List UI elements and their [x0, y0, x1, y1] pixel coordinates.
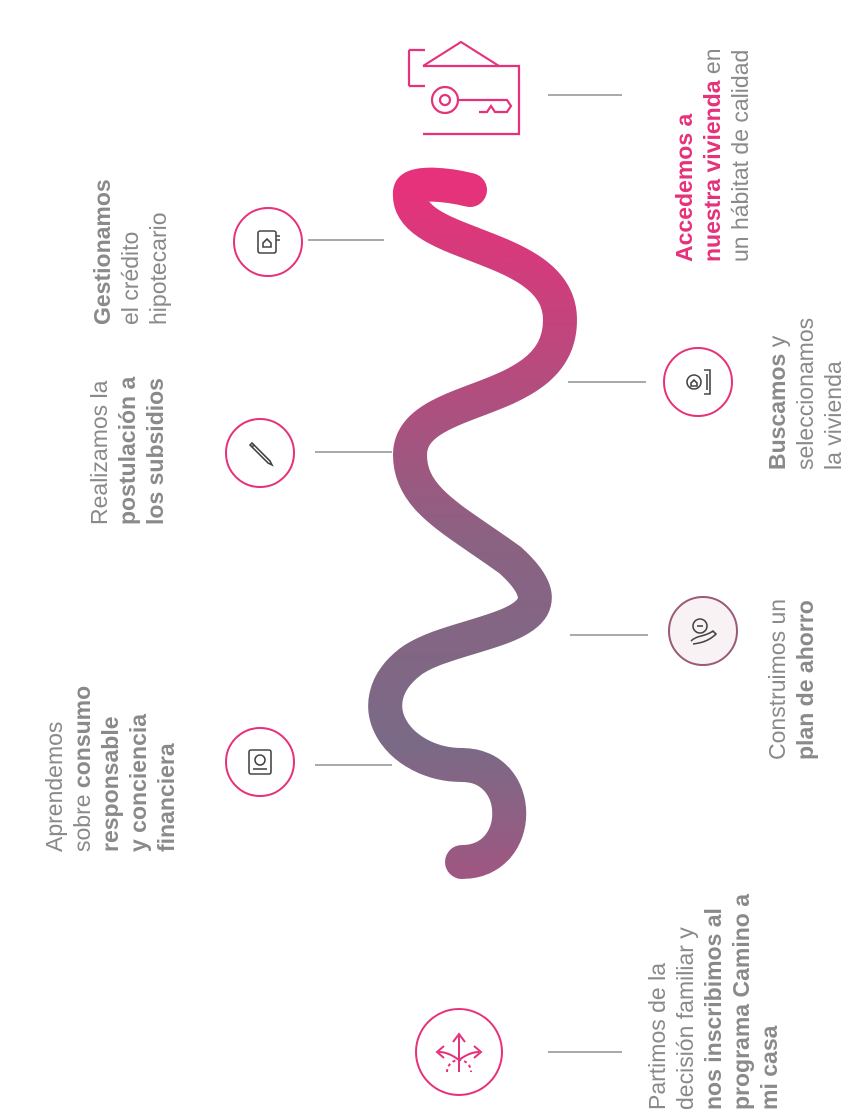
pencil-icon [225, 418, 295, 488]
step-1-line-5: mi casa [756, 1025, 782, 1110]
step-7-line-3: un hábitat de calidad [727, 49, 753, 262]
step-3-line-1: Construimos un [764, 598, 790, 760]
step-7-label: Accedemos a nuestra vivienda en un hábit… [670, 48, 754, 262]
house-key-icon [403, 36, 529, 150]
phone-house-icon [233, 207, 303, 277]
step-2-line-4: y conciencia [125, 713, 151, 852]
step-4-line-2: postulación a [114, 376, 140, 525]
step-2-line-2b: consumo [69, 685, 95, 789]
step-2-line-1: Aprendemos [41, 721, 67, 852]
step-1-line-2: decisión familiar y [672, 927, 698, 1110]
step-6-line-2: el crédito [117, 231, 143, 325]
step-3-label: Construimos un plan de ahorro [763, 599, 819, 760]
step-7-line-1: Accedemos a [671, 113, 697, 262]
step-1-label: Partimos de la decisión familiar y nos i… [643, 894, 783, 1110]
step-4-label: Realizamos la postulación a los subsidio… [85, 377, 169, 525]
step-7-line-2a: nuestra vivienda [699, 80, 725, 262]
step-1-line-1: Partimos de la [644, 962, 670, 1110]
step-6-line-1: Gestionamos [89, 179, 115, 325]
step-5-line-1a: Buscamos [764, 353, 790, 470]
step-1-line-4: programa Camino a [728, 894, 754, 1110]
step-6-line-3: hipotecario [145, 212, 171, 325]
house-search-icon [663, 347, 733, 417]
step-2-line-5: financiera [153, 743, 179, 852]
step-2-line-2a: sobre [69, 788, 95, 852]
step-1-line-3: nos inscribimos al [700, 908, 726, 1110]
savings-hand-icon [668, 596, 738, 666]
step-3-line-2: plan de ahorro [792, 600, 818, 760]
step-2-line-3: responsable [97, 716, 123, 853]
step-2-label: Aprendemos sobre consumo responsable y c… [40, 686, 180, 852]
step-7-line-2b: en [699, 48, 725, 81]
step-4-line-3: los subsidios [142, 378, 168, 525]
step-5-line-2: seleccionamos [792, 317, 818, 470]
step-5-line-1b: y [764, 335, 790, 354]
step-6-label: Gestionamos el crédito hipotecario [88, 179, 172, 325]
step-5-line-3: la vivienda [820, 361, 846, 470]
step-5-label: Buscamos y seleccionamos la vivienda [763, 318, 847, 470]
step-4-line-1: Realizamos la [86, 380, 112, 525]
split-arrows-icon [415, 1008, 503, 1096]
financial-document-icon [225, 727, 295, 797]
